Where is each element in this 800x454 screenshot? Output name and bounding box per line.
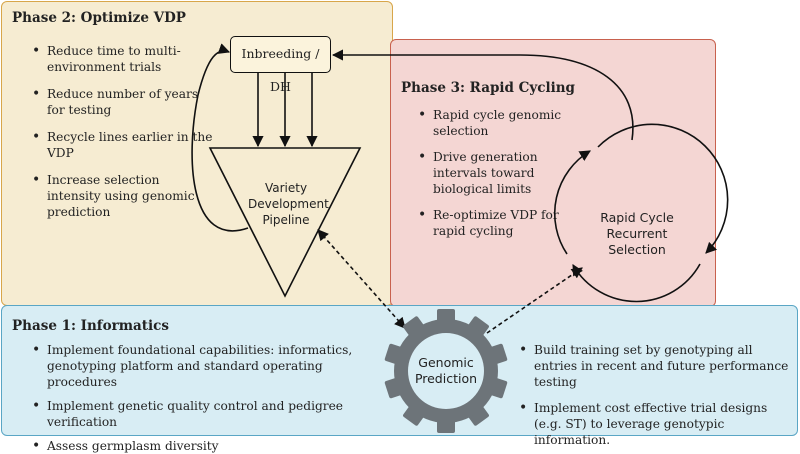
dashed-arrow-vdp	[317, 229, 406, 329]
phase1-bullet: Assess germplasm diversity	[30, 438, 375, 454]
genomic-prediction-label: Genomic Prediction	[414, 355, 478, 386]
phase2-bullet: Reduce time to multi-environment trials	[30, 43, 215, 75]
phase2-bullet: Reduce number of years for testing	[30, 86, 215, 118]
cycle-arc-arrow	[553, 150, 591, 255]
recycle-loop-arrow	[191, 43, 249, 232]
phase2-bullet: Increase selection intensity using genom…	[30, 172, 215, 220]
phase3-bullet: Drive generation intervals toward biolog…	[416, 149, 586, 197]
phase3-bullet: Rapid cycle genomic selection	[416, 107, 586, 139]
dashed-arrow-rapid-cycle	[486, 267, 583, 334]
return-to-inbreeding-arrow	[331, 49, 634, 141]
phase2-title: Phase 2: Optimize VDP	[12, 10, 186, 26]
rapid-cycle-label: Rapid Cycle Recurrent Selection	[600, 210, 674, 257]
phase1-title: Phase 1: Informatics	[12, 318, 169, 334]
phase1-bullet: Build training set by genotyping all ent…	[517, 342, 795, 390]
phase1-bullet: Implement foundational capabilities: inf…	[30, 342, 375, 390]
phase2-bullet: Recycle lines earlier in the VDP	[30, 129, 215, 161]
diagram-canvas	[191, 43, 729, 433]
phase3-bullet-list: Rapid cycle genomic selection Drive gene…	[416, 107, 586, 239]
phase2-bullet-list: Reduce time to multi-environment trials …	[30, 43, 215, 220]
inbreeding-dh-box: Inbreeding / DH	[230, 36, 331, 94]
phase3-panel: Phase 3: Rapid Cycling Rapid cycle genom…	[390, 39, 716, 307]
phase1-bullet: Implement genetic quality control and pe…	[30, 398, 375, 430]
cycle-arc-arrow	[572, 263, 701, 303]
phase3-bullet: Re-optimize VDP for rapid cycling	[416, 207, 586, 239]
inbreeding-dh-label: Inbreeding / DH	[241, 46, 320, 94]
vdp-label: Variety Development Pipeline	[248, 181, 329, 227]
phase3-title: Phase 3: Rapid Cycling	[401, 80, 575, 96]
gear-icon	[384, 309, 508, 433]
cycle-arc-arrow	[597, 123, 729, 254]
vdp-funnel-triangle	[208, 147, 362, 298]
